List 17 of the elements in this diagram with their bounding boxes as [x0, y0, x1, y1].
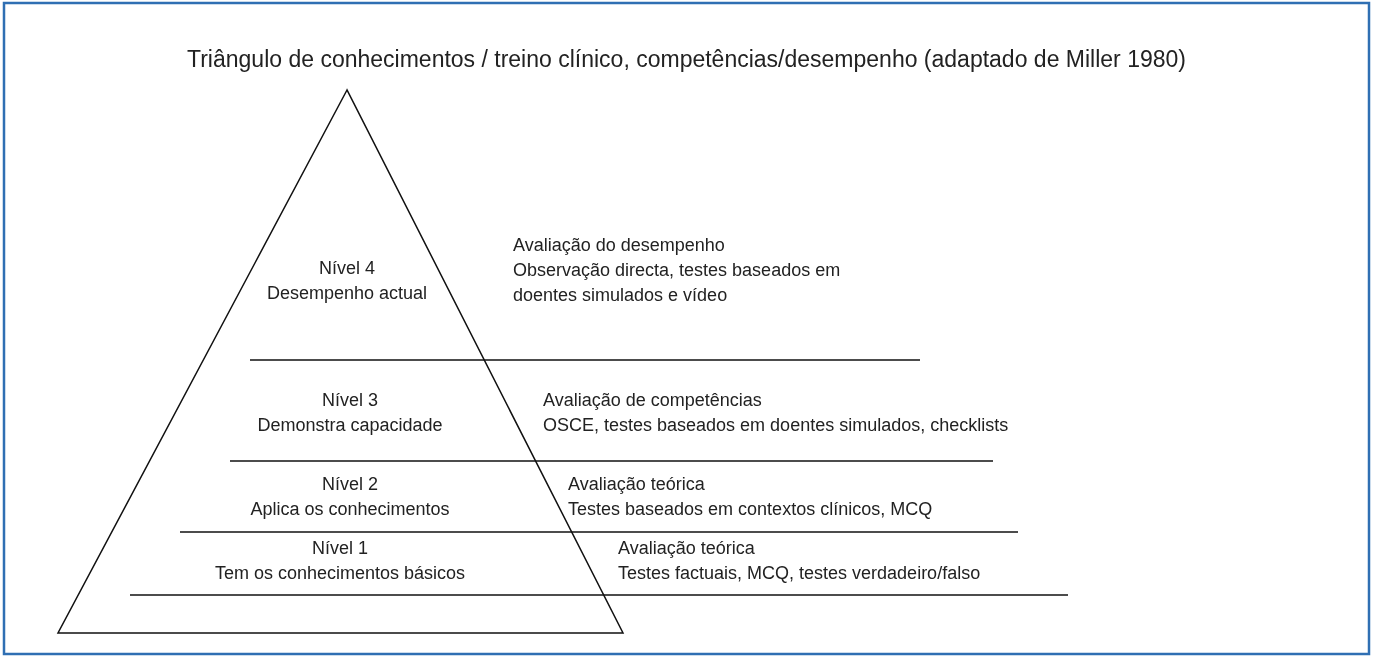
assessment-heading: Avaliação teórica: [618, 537, 755, 560]
level-description: Aplica os conhecimentos: [250, 498, 450, 521]
assessment-heading: Avaliação de competências: [543, 389, 762, 412]
level-description: Tem os conhecimentos básicos: [214, 562, 466, 585]
level-heading: Nível 4: [319, 257, 375, 280]
title: Triângulo de conhecimentos / treino clínico, competências/desempenho (adaptado de Miller 1980): [186, 46, 1187, 73]
assessment-methods: Observação directa, testes baseados em doentes simulados e vídeo: [513, 259, 842, 307]
level-heading: Nível 3: [322, 389, 378, 412]
assessment-methods: OSCE, testes baseados em doentes simulados, checklists: [543, 414, 1009, 437]
level-description: Demonstra capacidade: [257, 414, 443, 437]
level-heading: Nível 1: [312, 537, 368, 560]
assessment-heading: Avaliação do desempenho: [513, 234, 725, 257]
level-heading: Nível 2: [322, 473, 378, 496]
level-description: Desempenho actual: [266, 282, 428, 305]
assessment-methods: Testes baseados em contextos clínicos, MCQ: [568, 498, 933, 521]
assessment-heading: Avaliação teórica: [568, 473, 705, 496]
assessment-methods: Testes factuais, MCQ, testes verdadeiro/falso: [618, 562, 981, 585]
